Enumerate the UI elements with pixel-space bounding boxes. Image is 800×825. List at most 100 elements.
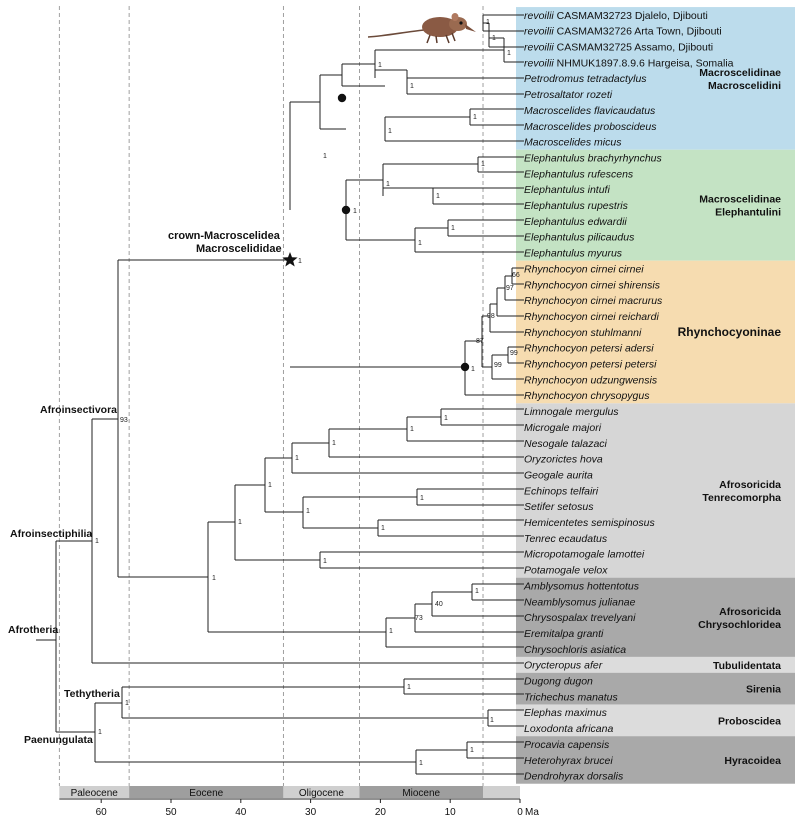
tip-species-38: Chrysospalax trevelyani [524, 612, 636, 624]
clade-band-6 [516, 672, 795, 705]
support-value-9: 1 [436, 193, 440, 200]
support-value-39: 1 [407, 684, 411, 691]
tip-species-47: Heterohyrax brucei [524, 755, 613, 767]
support-value-5: 1 [473, 114, 477, 121]
tip-species-27: Nesogale talazaci [524, 438, 608, 450]
tip-label-42: Dugong dugon [524, 676, 593, 688]
tip-species-29: Geogale aurita [524, 469, 593, 481]
support-value-32: 1 [212, 575, 216, 582]
support-value-10: 1 [386, 181, 390, 188]
support-value-20: 99 [494, 362, 502, 369]
time-tick-label-6: 0 [517, 807, 523, 818]
tip-label-35: Potamogale velox [524, 565, 608, 577]
epoch-band-4 [483, 786, 520, 798]
tip-species-14: Elephantulus pilicaudus [524, 232, 635, 244]
group-label-1-1: Elephantulini [715, 207, 781, 219]
tip-label-34: Micropotamogale lamottei [524, 549, 645, 561]
support-value-43: 1 [419, 760, 423, 767]
support-value-0: 1 [486, 19, 490, 26]
support-value-7: 1 [323, 153, 327, 160]
tip-species-46: Procavia capensis [524, 739, 610, 751]
support-value-23: 1 [410, 426, 414, 433]
support-value-29: 1 [268, 482, 272, 489]
group-label-2-0: Rhynchocyoninae [678, 325, 782, 339]
afroinsectivora-label: Afroinsectivora [40, 404, 117, 416]
epoch-boundary-lines [58, 6, 484, 786]
tip-label-26: Microgale majori [524, 422, 602, 434]
time-tick-label-3: 30 [305, 807, 317, 818]
tip-label-19: Rhynchocyon cirnei reichardi [524, 311, 659, 323]
macroscelididae-label: Macroscelididae [196, 243, 282, 255]
clade-labels: crown-MacroscelideaMacroscelididaeAfroin… [8, 230, 282, 746]
tip-species-19: Rhynchocyon cirnei reichardi [524, 311, 659, 323]
shrew-head [449, 17, 467, 31]
tip-species-23: Rhynchocyon udzungwensis [524, 374, 658, 386]
tip-label-8: Macroscelides micus [524, 137, 622, 149]
tip-label-31: Setifer setosus [524, 501, 594, 513]
tip-specimen-1: CASMAM32726 Arta Town, Djibouti [554, 26, 722, 38]
tip-label-36: Amblysomus hottentotus [523, 580, 640, 592]
tip-species-3: revoilii [524, 57, 554, 69]
tip-label-38: Chrysospalax trevelyani [524, 612, 636, 624]
support-value-24: 1 [332, 440, 336, 447]
afroinsectiphilia-label: Afroinsectiphilia [10, 528, 92, 540]
tip-species-42: Dugong dugon [524, 676, 593, 688]
tip-species-40: Chrysochloris asiatica [524, 644, 626, 656]
elephant-shrew-illustration [367, 13, 476, 44]
group-label-3-0: Afrosoricida [719, 479, 781, 491]
clade-band-2 [516, 260, 795, 404]
time-tick-label-4: 20 [375, 807, 387, 818]
tip-species-26: Microgale majori [524, 422, 602, 434]
tip-label-0: revoilii CASMAM32723 Djalelo, Djibouti [524, 10, 708, 22]
tip-label-40: Chrysochloris asiatica [524, 644, 626, 656]
support-value-36: 73 [415, 615, 423, 622]
group-label-6-0: Sirenia [746, 684, 781, 696]
support-value-31: 1 [238, 519, 242, 526]
tip-species-48: Dendrohyrax dorsalis [524, 771, 624, 783]
shrew-ear [451, 13, 459, 21]
clade-band-4 [516, 577, 795, 657]
shrew-legs [426, 32, 456, 44]
group-label-3-1: Tenrecomorpha [702, 492, 781, 504]
tip-species-20: Rhynchocyon stuhlmanni [524, 327, 642, 339]
tip-species-21: Rhynchocyon petersi adersi [524, 343, 654, 355]
tip-species-18: Rhynchocyon cirnei macrurus [524, 295, 663, 307]
tip-species-9: Elephantulus brachyrhynchus [524, 152, 663, 164]
tip-label-47: Heterohyrax brucei [524, 755, 613, 767]
tethytheria-label: Tethytheria [64, 688, 120, 700]
tip-label-9: Elephantulus brachyrhynchus [524, 152, 663, 164]
tip-species-43: Trichechus manatus [524, 691, 619, 703]
tip-label-6: Macroscelides flavicaudatus [524, 105, 656, 117]
time-tick-label-5: 10 [445, 807, 457, 818]
epoch-label-3: Miocene [402, 788, 440, 799]
support-value-1: 1 [492, 35, 496, 42]
tip-label-48: Dendrohyrax dorsalis [524, 771, 624, 783]
tip-species-36: Amblysomus hottentotus [523, 580, 640, 592]
tip-label-15: Elephantulus myurus [524, 248, 623, 260]
tip-label-17: Rhynchocyon cirnei shirensis [524, 279, 661, 291]
time-tick-label-2: 40 [235, 807, 247, 818]
shrew-tail [367, 29, 425, 38]
tip-species-22: Rhynchocyon petersi petersi [524, 359, 657, 371]
tip-species-24: Rhynchocyon chrysopygus [524, 390, 650, 402]
tip-species-8: Macroscelides micus [524, 137, 622, 149]
tip-species-31: Setifer setosus [524, 501, 594, 513]
node-marker-dot-1 [341, 205, 351, 215]
tip-label-39: Eremitalpa granti [524, 628, 604, 640]
shrew-body [422, 17, 458, 37]
support-value-34: 1 [475, 588, 479, 595]
clade-band-5 [516, 656, 795, 673]
tip-species-28: Oryzorictes hova [524, 454, 603, 466]
tip-species-32: Hemicentetes semispinosus [524, 517, 655, 529]
support-value-25: 1 [295, 455, 299, 462]
tip-label-27: Nesogale talazaci [524, 438, 608, 450]
support-value-6: 1 [388, 128, 392, 135]
tip-label-33: Tenrec ecaudatus [524, 533, 608, 545]
time-tick-label-1: 50 [165, 807, 177, 818]
tip-label-44: Elephas maximus [524, 707, 608, 719]
support-value-13: 1 [353, 208, 357, 215]
tip-label-1: revoilii CASMAM32726 Arta Town, Djibouti [524, 26, 722, 38]
node-marker-dot-0 [337, 93, 347, 103]
tip-label-5: Petrosaltator rozeti [524, 89, 613, 101]
